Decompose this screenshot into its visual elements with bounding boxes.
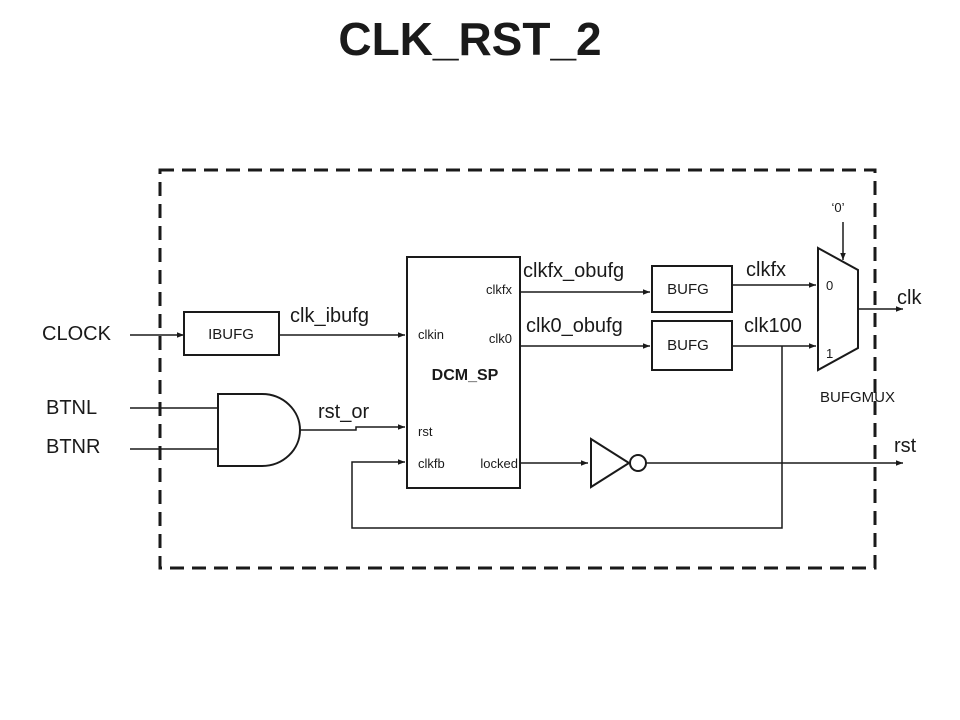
page-title: CLK_RST_2 xyxy=(338,13,601,65)
btnl-input-label: BTNL xyxy=(46,397,97,419)
clkfb-feedback-wire xyxy=(351,346,783,529)
rst-or-net-label: rst_or xyxy=(318,401,369,423)
bufgmux-label: BUFGMUX xyxy=(820,389,895,406)
btnr-input-label: BTNR xyxy=(46,436,100,458)
ibufg-label: IBUFG xyxy=(208,326,254,343)
bufg-bottom-label: BUFG xyxy=(667,337,709,354)
dcm-sp-block[interactable] xyxy=(406,256,521,489)
inverter[interactable] xyxy=(590,437,631,489)
dcm-pin-clkfx: clkfx xyxy=(486,282,513,297)
rst-or-wire xyxy=(300,424,405,431)
dcm-pin-locked: locked xyxy=(480,456,518,471)
module-boundary xyxy=(158,168,877,570)
bufg-bottom-block[interactable] xyxy=(651,320,733,371)
clk-ibufg-net-label: clk_ibufg xyxy=(290,305,369,327)
clk0-obufg-net-label: clk0_obufg xyxy=(526,315,623,337)
dcm-pin-clk0: clk0 xyxy=(489,331,512,346)
bufg-top-block[interactable] xyxy=(651,265,733,313)
dcm-pin-clkfb: clkfb xyxy=(418,456,445,471)
bufg-top-label: BUFG xyxy=(667,281,709,298)
clkfx-obufg-net-label: clkfx_obufg xyxy=(523,260,624,282)
clk-output-label: clk xyxy=(897,287,922,309)
clkfx-net-label: clkfx xyxy=(746,259,786,281)
dcm-sp-label: DCM_SP xyxy=(432,367,499,384)
rst-output-label: rst xyxy=(894,435,917,457)
or-gate[interactable] xyxy=(217,393,301,467)
bufgmux-in0-label: 0 xyxy=(826,278,833,293)
dcm-pin-clkin: clkin xyxy=(418,327,444,342)
bufgmux-in1-label: 1 xyxy=(826,346,833,361)
dcm-pin-rst: rst xyxy=(418,424,433,439)
clk100-net-label: clk100 xyxy=(744,315,802,337)
bufgmux-select-label: ‘0’ xyxy=(831,200,844,215)
clock-input-label: CLOCK xyxy=(42,323,112,345)
ibufg-block[interactable] xyxy=(183,311,280,356)
bufgmux-block[interactable] xyxy=(817,246,859,372)
inverter-bubble xyxy=(629,454,647,472)
